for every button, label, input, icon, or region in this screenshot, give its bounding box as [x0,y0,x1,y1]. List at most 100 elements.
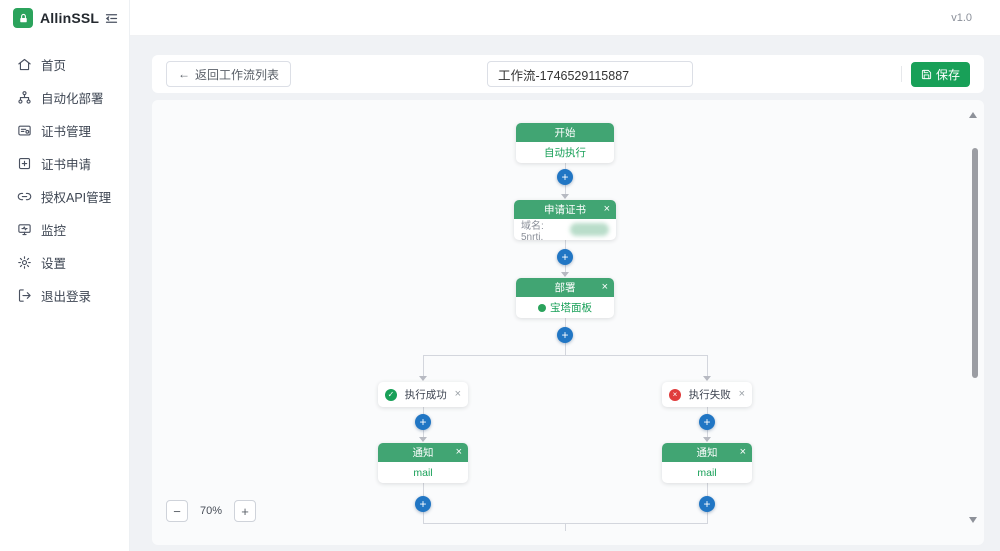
success-check-icon: ✓ [385,388,397,401]
close-icon[interactable]: × [454,388,461,400]
node-notify-body: mail [378,462,468,483]
sidebar-item-label: 首页 [41,59,67,73]
connector-arrow [419,437,427,442]
scrollbar-down-arrow[interactable] [969,517,977,523]
node-title: 开始 [554,127,576,139]
save-button-label: 保存 [935,67,960,82]
branch-label: 执行成功 [404,389,447,401]
zoom-out-button[interactable]: − [166,500,188,522]
connector-arrow [561,194,569,199]
sidebar-item-cert-apply[interactable]: 证书申请 [0,147,129,180]
node-title: 通知 [412,447,434,459]
sidebar-menu: 首页 自动化部署 证书管理 证书申请 授权API管理 监控 设置 退出登录 [0,36,129,312]
node-deploy-body: 宝塔面板 [516,297,614,318]
connector-line [565,523,566,531]
sidebar-item-logout[interactable]: 退出登录 [0,279,129,312]
workflow-canvas[interactable]: 开始 自动执行 申请证书 × 域名: 5nrtj. 部署 × [152,100,984,545]
add-node-button[interactable]: + [415,496,431,512]
save-icon [921,69,932,79]
app-title: AllinSSL [40,10,100,26]
close-icon[interactable]: × [738,388,745,400]
close-icon[interactable]: × [603,203,610,215]
link-icon [17,192,32,201]
connector-line [423,355,424,377]
sidebar-item-monitor[interactable]: 监控 [0,213,129,246]
zoom-control: − 70% + [166,500,257,522]
node-apply-cert-header: 申请证书 × [514,200,616,219]
fail-cross-icon: × [669,388,681,401]
domain-label: 域名: 5nrtj. [521,220,544,241]
sidebar-item-label: 监控 [41,224,67,238]
connector-line [707,355,708,377]
certificate-icon [18,125,31,136]
connector-arrow [561,272,569,277]
sidebar-item-cert-manage[interactable]: 证书管理 [0,114,129,147]
sidebar-item-settings[interactable]: 设置 [0,246,129,279]
connector-arrow [703,376,711,381]
sidebar-item-label: 证书管理 [41,125,92,139]
zoom-level: 70% [200,505,223,517]
sidebar-item-label: 证书申请 [41,158,92,172]
app-version: v1.0 [951,11,972,24]
scrollbar-thumb[interactable] [972,148,978,378]
workflow-icon [18,91,31,104]
add-node-button[interactable]: + [557,169,573,185]
gear-icon [18,256,31,269]
add-node-button[interactable]: + [557,327,573,343]
close-icon[interactable]: × [455,446,462,458]
main-content: ← 返回工作流列表 保存 [130,36,1000,551]
lock-logo-icon [13,8,33,28]
censored-domain-blur [569,223,609,236]
collapse-sidebar-icon[interactable] [104,11,119,26]
sidebar-item-label: 退出登录 [41,290,92,304]
save-button[interactable]: 保存 [910,61,970,87]
node-apply-cert[interactable]: 申请证书 × 域名: 5nrtj. [514,200,616,240]
back-to-workflow-list-button[interactable]: ← 返回工作流列表 [166,61,292,87]
sidebar: AllinSSL 首页 自动化部署 证书管理 证书申请 授权API管理 [0,0,130,551]
sidebar-item-home[interactable]: 首页 [0,48,129,81]
workflow-name-input[interactable] [487,61,693,87]
node-start-header: 开始 [516,123,614,142]
back-arrow-icon: ← [178,67,190,81]
close-icon[interactable]: × [739,446,746,458]
node-notify-fail[interactable]: 通知 × mail [662,443,752,483]
close-icon[interactable]: × [601,281,608,293]
home-icon [18,58,31,71]
branch-label: 执行失败 [688,389,731,401]
node-notify-success[interactable]: 通知 × mail [378,443,468,483]
node-body-text: 宝塔面板 [550,302,592,314]
baota-panel-icon [538,303,546,312]
app-logo: AllinSSL [0,0,129,36]
node-start-body: 自动执行 [516,142,614,163]
node-branch-fail[interactable]: × 执行失败 × [662,382,752,407]
monitor-icon [18,224,31,236]
add-node-button[interactable]: + [415,414,431,430]
node-branch-success[interactable]: ✓ 执行成功 × [378,382,468,407]
header-divider [900,66,902,82]
node-apply-cert-body: 域名: 5nrtj. [514,219,616,240]
add-node-button[interactable]: + [699,414,715,430]
node-deploy[interactable]: 部署 × 宝塔面板 [516,278,614,318]
node-start[interactable]: 开始 自动执行 [516,123,614,163]
back-button-label: 返回工作流列表 [195,67,280,82]
zoom-in-button[interactable]: + [234,500,257,522]
node-body-text: 自动执行 [544,147,586,159]
sidebar-item-label: 授权API管理 [41,191,112,205]
node-title: 申请证书 [544,204,586,216]
scrollbar-up-arrow[interactable] [969,112,977,118]
connector-arrow [703,437,711,442]
sidebar-item-label: 设置 [41,257,67,271]
sidebar-item-label: 自动化部署 [41,92,104,106]
sidebar-item-api-auth[interactable]: 授权API管理 [0,180,129,213]
sidebar-item-auto-deploy[interactable]: 自动化部署 [0,81,129,114]
connector-arrow [419,376,427,381]
branch-split-line [423,355,708,356]
node-title: 通知 [696,447,718,459]
node-notify-header: 通知 × [662,443,752,462]
add-node-button[interactable]: + [699,496,715,512]
topbar: v1.0 [130,0,1000,36]
node-body-text: mail [413,466,433,479]
node-notify-body: mail [662,462,752,483]
add-node-button[interactable]: + [557,249,573,265]
node-notify-header: 通知 × [378,443,468,462]
